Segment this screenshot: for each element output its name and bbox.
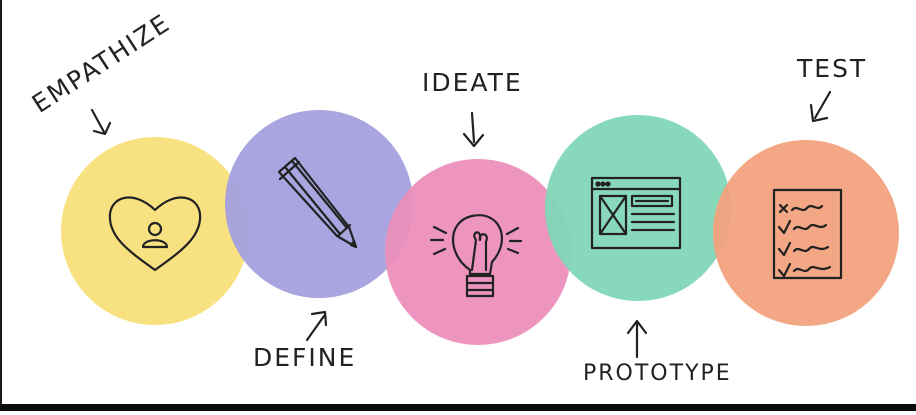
- ideate-arrow-icon: [462, 111, 485, 148]
- define-arrow-icon: [305, 310, 328, 342]
- pencil-icon: [277, 156, 358, 249]
- prototype-circle: [545, 115, 731, 301]
- empathize-circle: [61, 137, 249, 325]
- define-circle: [225, 110, 413, 298]
- prototype-label: PROTOTYPE: [583, 361, 732, 386]
- wireframe-window-icon: [590, 176, 682, 250]
- bottom-border: [0, 404, 916, 411]
- prototype-arrow-icon: [626, 319, 648, 359]
- lightbulb-icon: [429, 214, 523, 298]
- test-circle: [713, 140, 899, 326]
- left-border: [0, 0, 2, 404]
- ideate-label: IDEATE: [422, 68, 523, 97]
- checklist-icon: [772, 188, 843, 280]
- heart-person-icon: [108, 196, 202, 272]
- ideate-circle: [385, 159, 571, 345]
- define-label: DEFINE: [253, 343, 357, 372]
- test-arrow-icon: [809, 90, 832, 123]
- test-label: TEST: [797, 54, 868, 83]
- empathize-arrow-icon: [90, 108, 112, 136]
